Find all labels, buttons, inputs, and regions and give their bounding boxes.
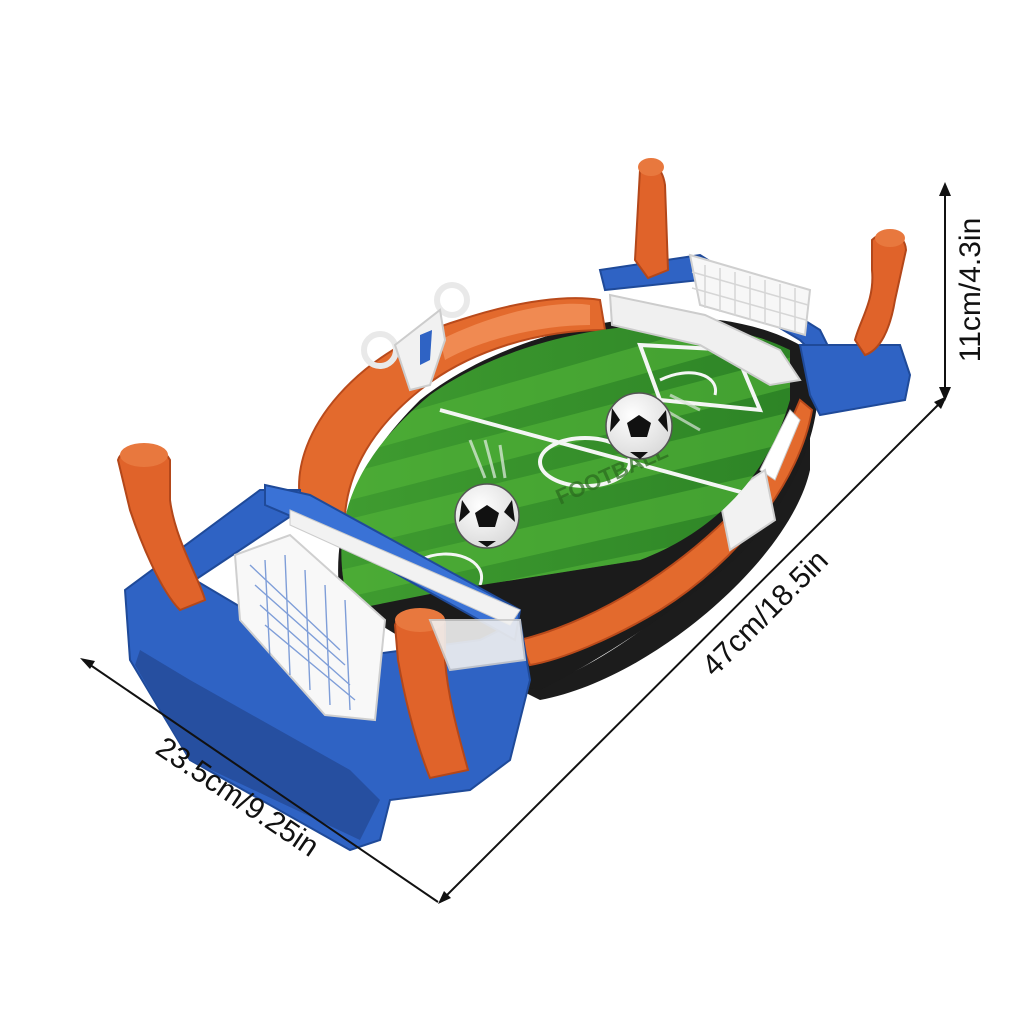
soccer-ball-lower [454,439,520,549]
player-arm-far-right [853,229,908,357]
soccer-ball-upper [605,392,701,460]
score-holder [361,282,470,392]
far-goal-end [598,158,912,417]
dimension-lines [80,182,951,904]
player-arm-far-left [633,158,670,280]
player-arm-near-left [116,443,207,612]
near-goal-end [116,443,532,852]
height-dimension-label: 11cm/4.3in [954,218,987,363]
